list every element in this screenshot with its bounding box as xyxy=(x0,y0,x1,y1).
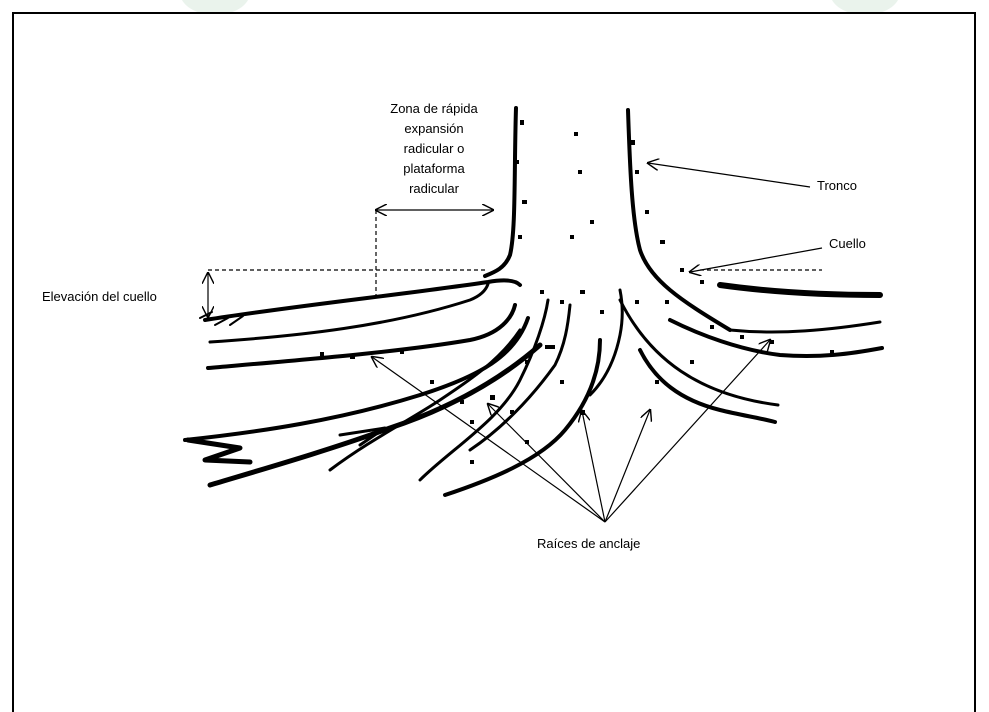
trunk-label: Tronco xyxy=(817,176,857,196)
anchor-root-pointer-2 xyxy=(488,404,605,522)
platform-zone-line-3: radicular o xyxy=(372,139,496,159)
anchor-roots-label: Raíces de anclaje xyxy=(537,534,640,554)
platform-zone-line-1: Zona de rápida xyxy=(372,99,496,119)
collar-label: Cuello xyxy=(829,234,866,254)
collar-elevation-label: Elevación del cuello xyxy=(42,287,157,307)
roots-drawing xyxy=(185,280,882,495)
trunk-pointer xyxy=(648,163,810,187)
anchor-root-pointer-3 xyxy=(582,411,605,522)
collar-pointer xyxy=(690,248,822,272)
platform-zone-line-4: plataforma xyxy=(372,159,496,179)
platform-zone-line-5: radicular xyxy=(372,179,496,199)
anchor-root-pointer-4 xyxy=(605,410,650,522)
anchor-root-pointer-5 xyxy=(605,340,770,522)
trunk-drawing xyxy=(485,108,730,330)
platform-zone-line-2: expansión xyxy=(372,119,496,139)
platform-zone-label: Zona de rápida expansión radicular o pla… xyxy=(372,99,496,199)
